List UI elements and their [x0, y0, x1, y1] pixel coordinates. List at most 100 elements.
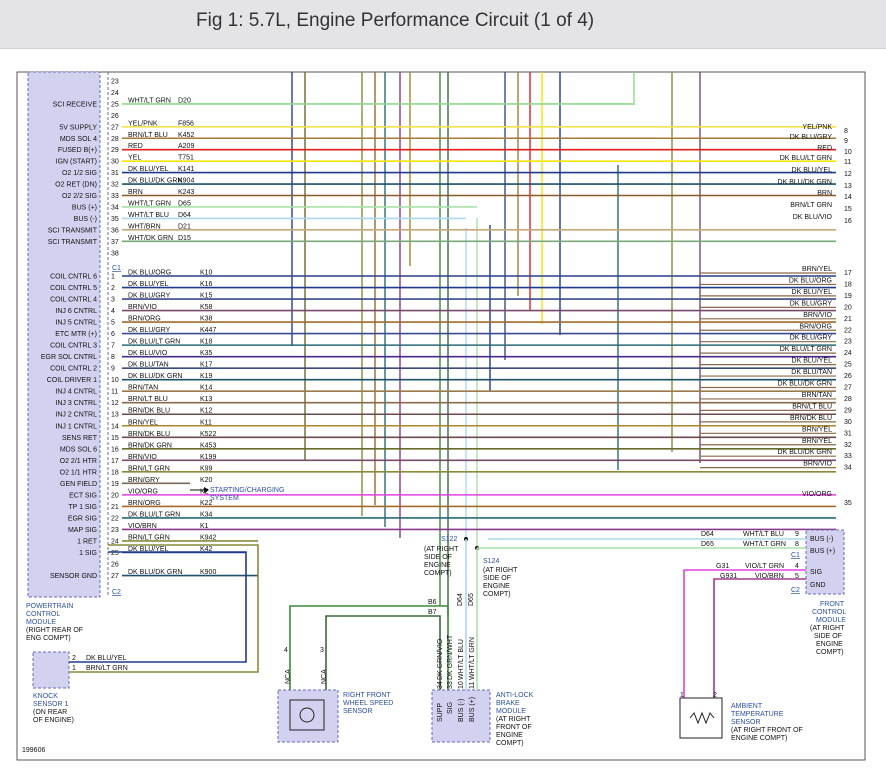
abs-caption: MODULE	[496, 708, 526, 715]
pcm-pin-number: 26	[111, 562, 119, 569]
fcm-pin-label: BUS (-)	[810, 536, 833, 543]
fcm-caption: FRONT CONTROL MODULE (AT RIGHT SIDE OF E…	[810, 601, 846, 656]
pcm-pin-function: INJ 2 CNTRL	[55, 412, 97, 419]
fcm-connector	[805, 529, 845, 595]
right-wire-label: BRN/DK BLU	[790, 415, 832, 422]
wire-circuit-label: K16	[200, 281, 213, 288]
wire-circuit-label: K34	[200, 511, 213, 518]
wire-circuit-label: D64	[178, 212, 191, 219]
fcm-caption-line: SIDE OF	[814, 633, 842, 640]
pcm-pin-function: MDS SOL 4	[60, 136, 97, 143]
knock-pin-number: 1	[72, 665, 76, 672]
right-wire-label: BRN/VIO	[803, 461, 832, 468]
pcm-pin-number: 11	[111, 389, 118, 396]
pcm-pin-number: 2	[111, 285, 115, 292]
right-wire-label: DK BLU/TAN	[791, 369, 832, 376]
fcm-pin-number: 9	[795, 531, 799, 538]
abs-term: BUS (+)	[469, 697, 476, 722]
pcm-pin-function: 5V SUPPLY	[59, 124, 97, 131]
wire-circuit-label: K904	[178, 178, 194, 185]
wire-color-label: DK BLU/YEL	[128, 166, 169, 173]
knock-wire-color: DK BLU/YEL	[86, 655, 127, 662]
pcm-pin-number: 16	[111, 446, 119, 453]
pcm-pin-function: SCI TRANSMIT	[48, 239, 98, 246]
pcm-pin-number: 24	[111, 538, 119, 545]
right-pin-number: 29	[844, 407, 852, 414]
right-wire-label: DK BLU/DK GRN	[778, 381, 832, 388]
splice-s124: S124 (AT RIGHT SIDE OF ENGINE COMPT)	[475, 546, 518, 598]
abs-wire-color: DK GRN/VIO	[437, 638, 444, 680]
fcm-pins: D64 WHT/LT BLU 9 BUS (-) D65 WHT/LT GRN …	[477, 531, 835, 722]
fcm-pin-label: BUS (+)	[810, 548, 835, 555]
wire-color-label: BRN/YEL	[128, 419, 158, 426]
wire-circuit-label: D15	[178, 235, 191, 242]
amb-sensor-body	[679, 697, 723, 739]
right-pin-number: 22	[844, 327, 852, 334]
abs-pin-number: 10	[458, 681, 465, 689]
pcm-pin-number: 24	[111, 90, 119, 97]
wire-circuit-label: K17	[200, 362, 213, 369]
pcm-pin-number: 23	[111, 527, 119, 534]
wire-circuit-label: K10	[200, 270, 213, 277]
right-wire-label: DK BLU/LT GRN	[780, 346, 832, 353]
pcm-pin-function: TP 1 SIG	[68, 504, 97, 511]
pcm-pin-function: COIL CNTRL 4	[50, 297, 97, 304]
fcm-pin-number: 4	[795, 563, 799, 570]
knock-sensor-body	[32, 651, 70, 689]
pcm-pin-number: 35	[111, 216, 119, 223]
pcm-connector	[27, 71, 101, 598]
right-pin-number: 20	[844, 304, 852, 311]
pcm-pin-number: 8	[111, 354, 115, 361]
right-pin-number: 34	[844, 465, 852, 472]
pcm-pin-function: O2 1/1 HTR	[60, 469, 97, 476]
wire-circuit-label: K14	[200, 385, 213, 392]
pcm-pin-function: INJ 4 CNTRL	[55, 389, 97, 396]
wire-circuit-label: K12	[200, 408, 213, 415]
abs-caption: (AT RIGHT	[496, 716, 531, 723]
wire-color-label: DK BLU/LT GRN	[128, 511, 180, 518]
pcm-pin-number: 20	[111, 492, 119, 499]
right-pin-number: 12	[844, 171, 852, 178]
pcm-pin-function: INJ 3 CNTRL	[55, 400, 97, 407]
pcm-pin-function: INJ 1 CNTRL	[55, 423, 97, 430]
pcm-pin-number: 25	[111, 101, 119, 108]
right-pin-number: 25	[844, 362, 852, 369]
abs-wire-color: DK GRN/WHT	[447, 634, 454, 680]
fcm-pin-number: 5	[795, 573, 799, 580]
fcm-wire-circuit: D65	[701, 541, 714, 548]
wire-circuit-label: K15	[200, 293, 213, 300]
right-wire-label: BRN/VIO	[803, 312, 832, 319]
wire-circuit-label: K42	[200, 546, 213, 553]
pcm-pin-function: MAP SIG	[68, 527, 97, 534]
wire-circuit-label: D21	[178, 223, 191, 230]
splice-caption: COMPT)	[483, 591, 511, 598]
fcm-wire-circuit: G931	[720, 573, 737, 580]
knock-caption: (ON REAR	[33, 709, 67, 716]
thermistor-icon	[689, 711, 715, 725]
fcm-wire-circuit: D64	[701, 531, 714, 538]
pcm-pin-number: 13	[111, 412, 119, 419]
knock-caption: OF ENGINE)	[33, 717, 74, 724]
right-pin-number: 21	[844, 316, 852, 323]
pcm-pin-function: COIL DRIVER 1	[47, 377, 97, 384]
wire-color-label: DK BLU/VIO	[128, 350, 168, 357]
right-pin-number: 32	[844, 442, 852, 449]
right-pin-number: 10	[844, 149, 852, 156]
knock-caption: KNOCK	[33, 693, 58, 700]
pcm-pin-number: 14	[111, 423, 119, 430]
pcm-pin-number: 38	[111, 250, 119, 257]
title-bar: Fig 1: 5.7L, Engine Performance Circuit …	[0, 0, 886, 49]
abs-pin-number: 34	[437, 681, 444, 689]
pcm-pin-number: 5	[111, 320, 115, 327]
right-wire-label: YEL/PNK	[802, 124, 832, 131]
pcm-caption-line: (RIGHT REAR OF	[26, 627, 83, 634]
wire-color-label: VIO/BRN	[128, 523, 157, 530]
pcm-caption-line: POWERTRAIN	[26, 603, 73, 610]
fcm-c2-label: C2	[791, 587, 800, 594]
page-title: Fig 1: 5.7L, Engine Performance Circuit …	[196, 10, 595, 31]
wire-color-label: WHT/LT GRN	[128, 200, 171, 207]
right-pin-number: 26	[844, 373, 852, 380]
abs-term: SIG	[447, 702, 454, 714]
wire-color-label: DK BLU/GRY	[128, 293, 171, 300]
pcm-pin-function: BUS (+)	[72, 204, 97, 211]
